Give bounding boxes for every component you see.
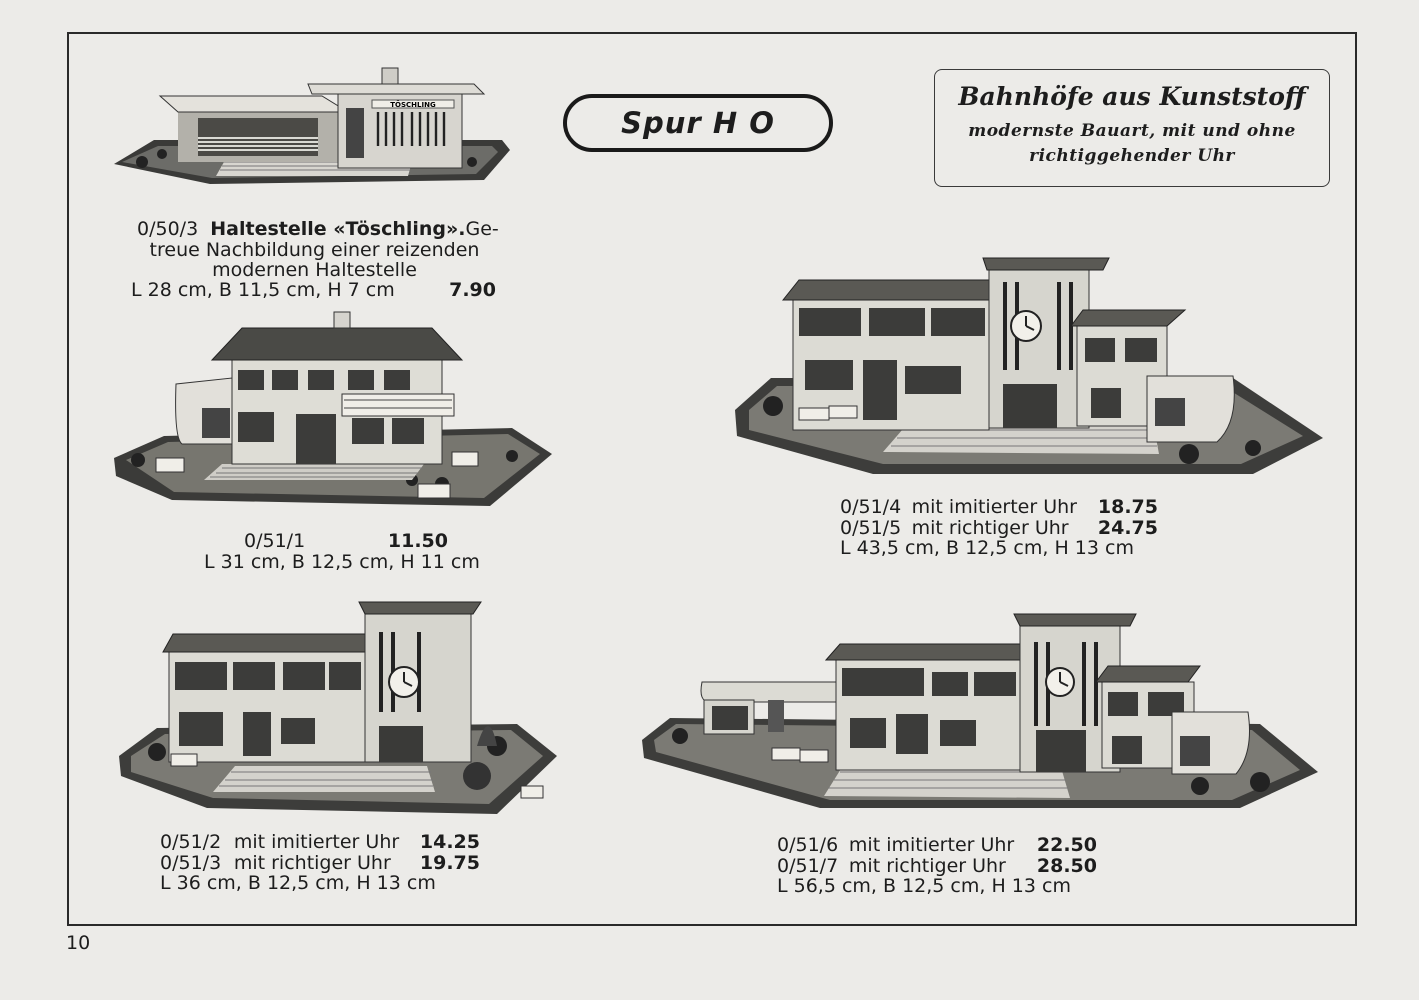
item-toeschling-desc-a: Ge- <box>465 218 499 240</box>
item-51-6-v1-text: mit imitierter Uhr <box>848 834 1015 856</box>
item-toeschling-dims-row: L 28 cm, B 11,5 cm, H 7 cm 7.90 <box>131 280 496 301</box>
item-51-2-v2-text: mit richtiger Uhr <box>233 851 391 874</box>
item-toeschling-code: 0/50/3 <box>137 218 199 240</box>
item-51-4-variant-1: 0/51/4 mit imitierter Uhr 18.75 <box>840 497 1158 518</box>
item-51-4-variant-2: 0/51/5 mit richtiger Uhr 24.75 <box>840 516 1158 539</box>
heading-title: Bahnhöfe aus Kunststoff <box>958 82 1306 111</box>
item-toeschling-name: Haltestelle «Töschling». <box>210 218 466 240</box>
item-51-4-v1-price: 18.75 <box>1097 496 1158 518</box>
item-51-2-v2-code: 0/51/3 <box>160 851 222 874</box>
item-51-1-dims: L 31 cm, B 12,5 cm, H 11 cm <box>204 550 480 573</box>
item-51-2-variant-2: 0/51/3 mit richtiger Uhr 19.75 <box>160 851 480 874</box>
station-sign: TÖSCHLING <box>390 100 436 109</box>
heading-box: Bahnhöfe aus Kunststoff modernste Bauart… <box>934 69 1330 187</box>
illustration-station-51-2 <box>117 596 559 818</box>
item-51-2-dims: L 36 cm, B 12,5 cm, H 13 cm <box>160 872 436 894</box>
item-51-4-v2-price: 24.75 <box>1097 516 1158 539</box>
item-toeschling-price: 7.90 <box>449 279 496 301</box>
item-51-1-caption: 0/51/1 11.50 L 31 cm, B 12,5 cm, H 11 cm <box>204 531 490 572</box>
item-51-4-v2-text: mit richtiger Uhr <box>911 516 1069 539</box>
illustration-station-51-1 <box>112 308 557 513</box>
item-51-6-variant-2: 0/51/7 mit richtiger Uhr 28.50 <box>777 854 1097 877</box>
item-51-1-code: 0/51/1 <box>244 530 306 552</box>
illustration-toeschling-station: TÖSCHLING <box>112 62 517 202</box>
illustration-station-51-4 <box>733 242 1325 482</box>
heading-subtitle: modernste Bauart, mit und ohne richtigge… <box>935 119 1329 169</box>
item-51-6-caption: 0/51/6 mit imitierter Uhr 22.50 0/51/7 m… <box>777 835 1097 897</box>
item-51-2-v1-text: mit imitierter Uhr <box>233 831 400 853</box>
item-51-4-v1-text: mit imitierter Uhr <box>911 496 1077 518</box>
item-51-4-v2-code: 0/51/5 <box>840 516 902 539</box>
page-frame <box>67 32 1357 926</box>
item-51-2-variant-1: 0/51/2 mit imitierter Uhr 14.25 <box>160 832 480 853</box>
gauge-badge: Spur H O <box>563 94 833 152</box>
page-number: 10 <box>66 932 91 954</box>
illustration-station-51-6 <box>640 602 1320 812</box>
heading-subtitle-line2: richtiggehender Uhr <box>1029 146 1235 166</box>
item-51-6-v2-price: 28.50 <box>1036 854 1097 877</box>
item-51-6-dims: L 56,5 cm, B 12,5 cm, H 13 cm <box>777 875 1071 897</box>
heading-subtitle-line1: modernste Bauart, mit und ohne <box>968 121 1296 141</box>
item-toeschling-caption: 0/50/3 Haltestelle «Töschling». Ge- treu… <box>137 218 499 281</box>
item-51-1-price: 11.50 <box>387 530 448 552</box>
item-51-6-variant-1: 0/51/6 mit imitierter Uhr 22.50 <box>777 835 1097 856</box>
item-toeschling-dims: L 28 cm, B 11,5 cm, H 7 cm <box>131 279 395 301</box>
item-51-2-v1-code: 0/51/2 <box>160 831 222 853</box>
item-51-6-v1-price: 22.50 <box>1036 834 1097 856</box>
item-51-2-v1-price: 14.25 <box>419 831 480 853</box>
item-51-4-caption: 0/51/4 mit imitierter Uhr 18.75 0/51/5 m… <box>840 497 1158 559</box>
item-51-6-v1-code: 0/51/6 <box>777 834 839 856</box>
item-51-6-v2-code: 0/51/7 <box>777 854 839 877</box>
item-51-4-dims: L 43,5 cm, B 12,5 cm, H 13 cm <box>840 537 1134 559</box>
item-51-6-v2-text: mit richtiger Uhr <box>848 854 1006 877</box>
item-51-2-caption: 0/51/2 mit imitierter Uhr 14.25 0/51/3 m… <box>160 832 480 894</box>
item-51-2-v2-price: 19.75 <box>419 851 480 874</box>
item-51-4-v1-code: 0/51/4 <box>840 496 902 518</box>
item-toeschling-desc-b: treue Nachbildung einer reizenden <box>149 238 480 261</box>
item-toeschling-desc-c: modernen Haltestelle <box>212 259 417 281</box>
